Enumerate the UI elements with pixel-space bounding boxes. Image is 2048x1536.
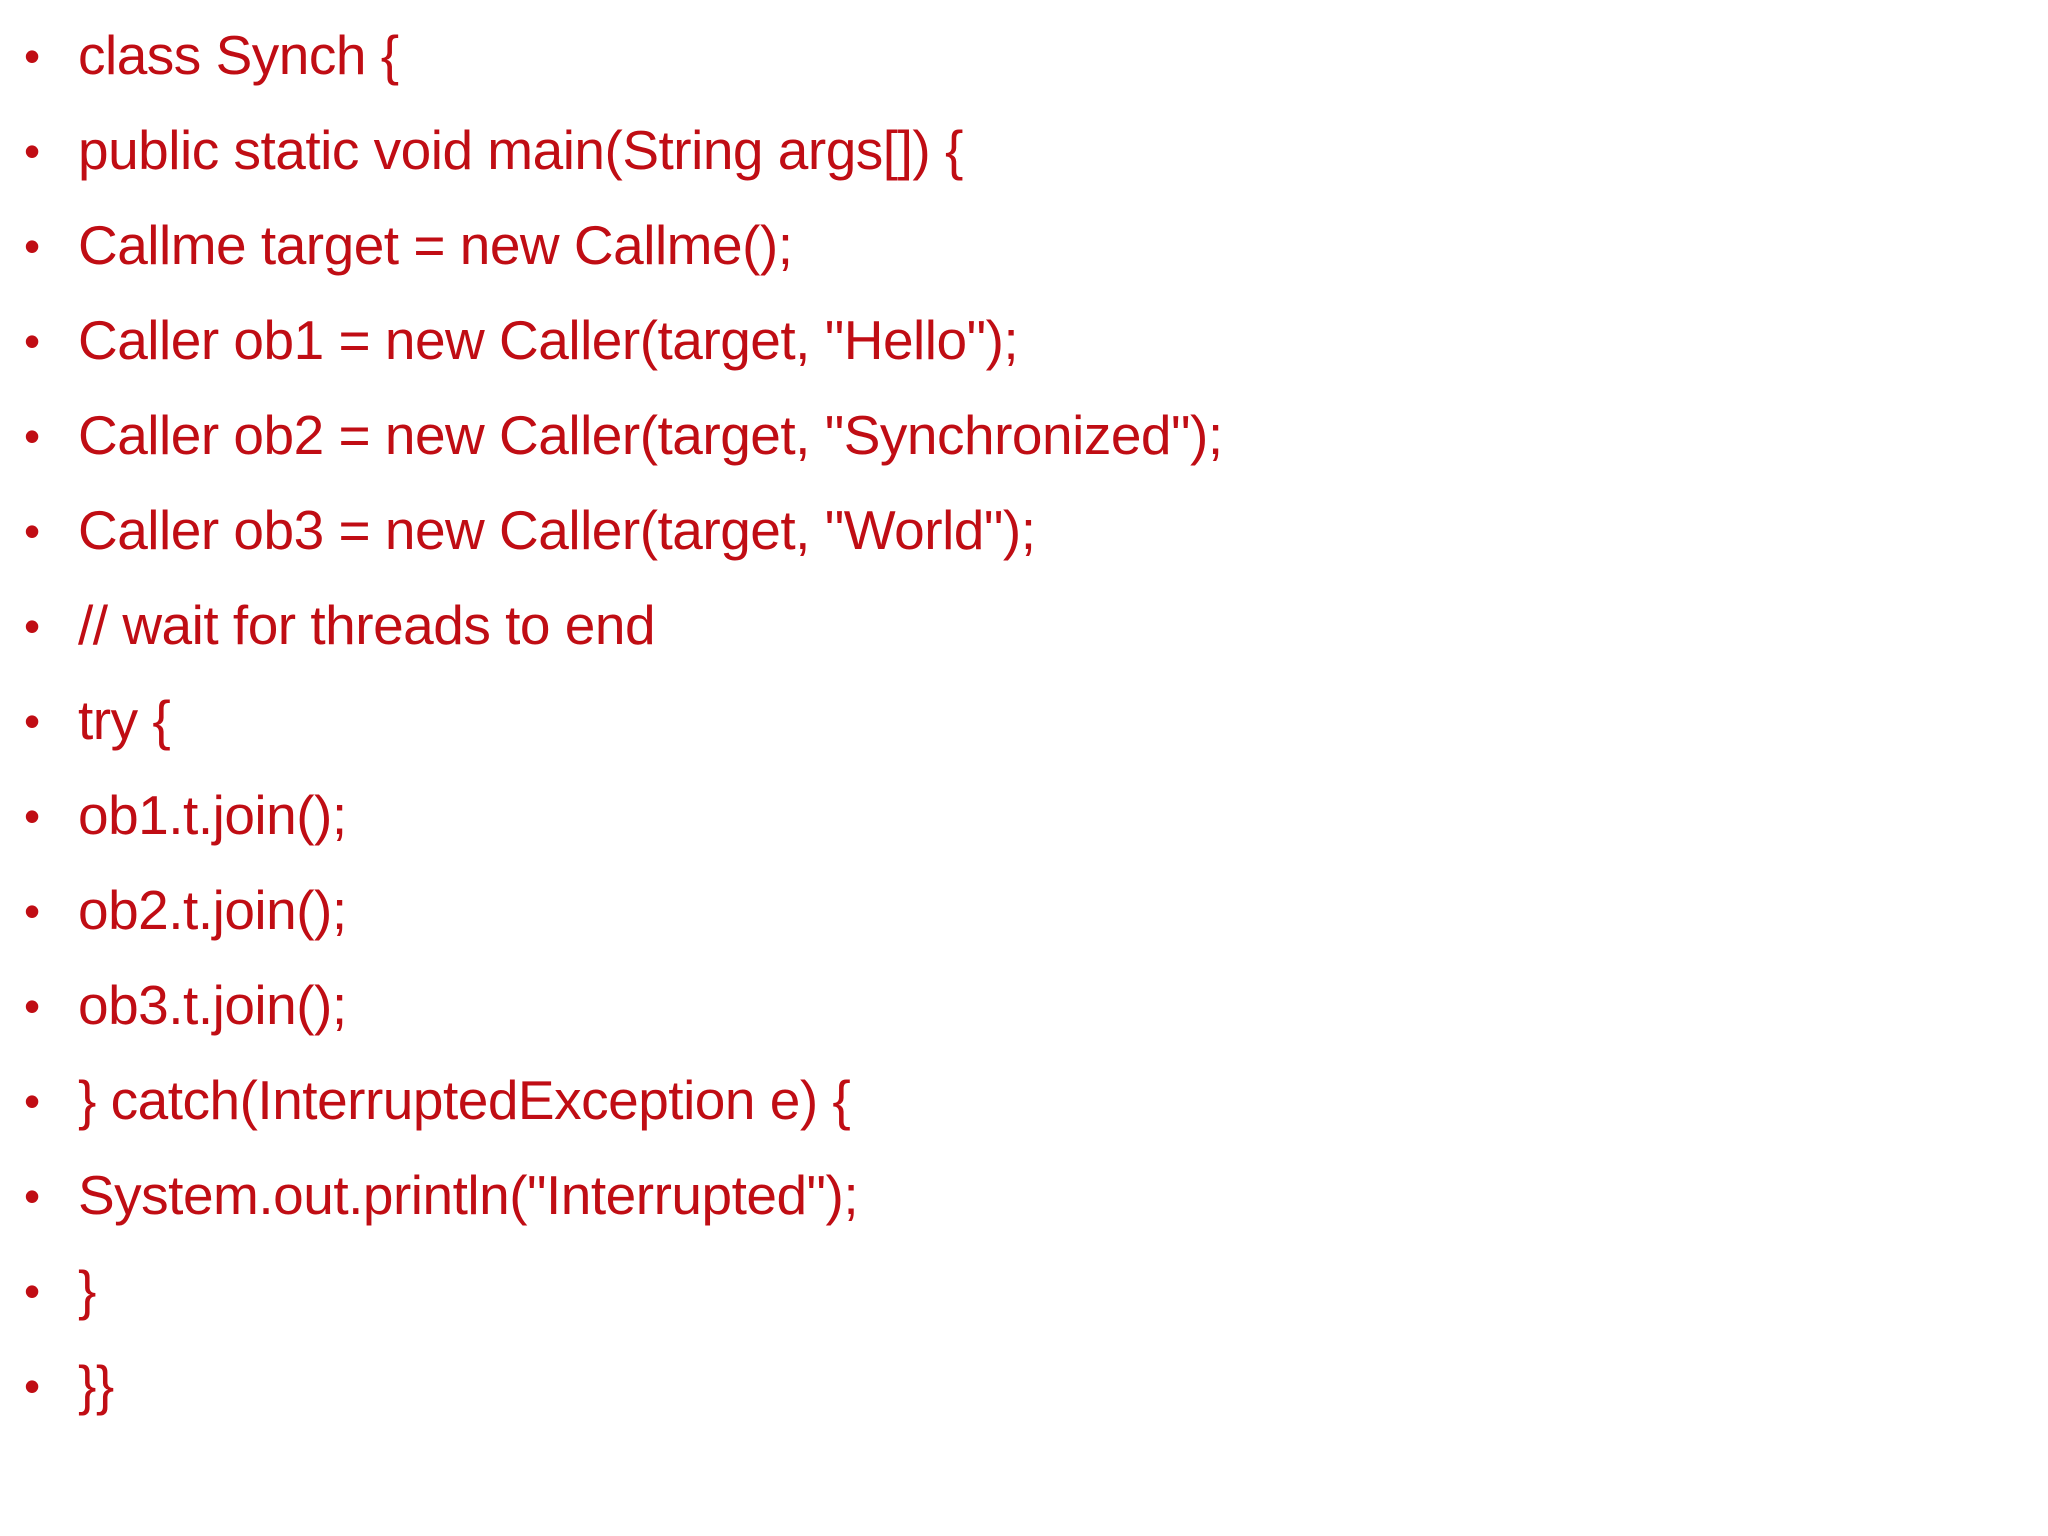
- bullet-icon: •: [24, 409, 41, 462]
- code-line-text: class Synch {: [78, 24, 399, 86]
- bullet-icon: •: [24, 314, 41, 367]
- bullet-icon: •: [24, 789, 41, 842]
- bullet-icon: •: [24, 694, 41, 747]
- code-line: • Caller ob1 = new Caller(target, "Hello"…: [0, 293, 2048, 388]
- bullet-icon: •: [24, 1074, 41, 1127]
- code-line-text: ob1.t.join();: [78, 784, 347, 846]
- code-line-text: } catch(InterruptedException e) {: [78, 1069, 851, 1131]
- code-line: • public static void main(String args[]) …: [0, 103, 2048, 198]
- code-line-text: ob3.t.join();: [78, 974, 347, 1036]
- code-line: • // wait for threads to end: [0, 578, 2048, 673]
- code-line: • ob3.t.join();: [0, 958, 2048, 1053]
- bullet-icon: •: [24, 599, 41, 652]
- bullet-icon: •: [24, 219, 41, 272]
- code-line-text: }: [78, 1259, 96, 1321]
- bullet-icon: •: [24, 1359, 41, 1412]
- code-line: •}: [0, 1243, 2048, 1338]
- bullet-icon: •: [24, 1264, 41, 1317]
- code-line: • class Synch {: [0, 8, 2048, 103]
- code-bullet-list: • class Synch { • public static void main(…: [0, 8, 2048, 1433]
- bullet-icon: •: [24, 1169, 41, 1222]
- code-line: • System.out.println("Interrupted");: [0, 1148, 2048, 1243]
- code-line: • ob2.t.join();: [0, 863, 2048, 958]
- bullet-icon: •: [24, 29, 41, 82]
- code-line-text: // wait for threads to end: [78, 594, 656, 656]
- code-line: • Caller ob3 = new Caller(target, "World"…: [0, 483, 2048, 578]
- bullet-icon: •: [24, 504, 41, 557]
- code-line: • } catch(InterruptedException e) {: [0, 1053, 2048, 1148]
- code-line-text: public static void main(String args[]) {: [78, 119, 963, 181]
- code-line-text: Caller ob2 = new Caller(target, "Synchro…: [78, 404, 1223, 466]
- bullet-icon: •: [24, 884, 41, 937]
- code-line-text: try {: [78, 689, 171, 751]
- code-line: • Caller ob2 = new Caller(target, "Synchr…: [0, 388, 2048, 483]
- code-line-text: ob2.t.join();: [78, 879, 347, 941]
- bullet-icon: •: [24, 979, 41, 1032]
- code-line-text: Callme target = new Callme();: [78, 214, 793, 276]
- code-line: • try {: [0, 673, 2048, 768]
- bullet-icon: •: [24, 124, 41, 177]
- code-line-text: System.out.println("Interrupted");: [78, 1164, 859, 1226]
- code-line-text: Caller ob3 = new Caller(target, "World")…: [78, 499, 1036, 561]
- code-line: •}}: [0, 1338, 2048, 1433]
- code-line: • ob1.t.join();: [0, 768, 2048, 863]
- code-line: • Callme target = new Callme();: [0, 198, 2048, 293]
- code-line-text: }}: [78, 1354, 114, 1416]
- code-line-text: Caller ob1 = new Caller(target, "Hello")…: [78, 309, 1019, 371]
